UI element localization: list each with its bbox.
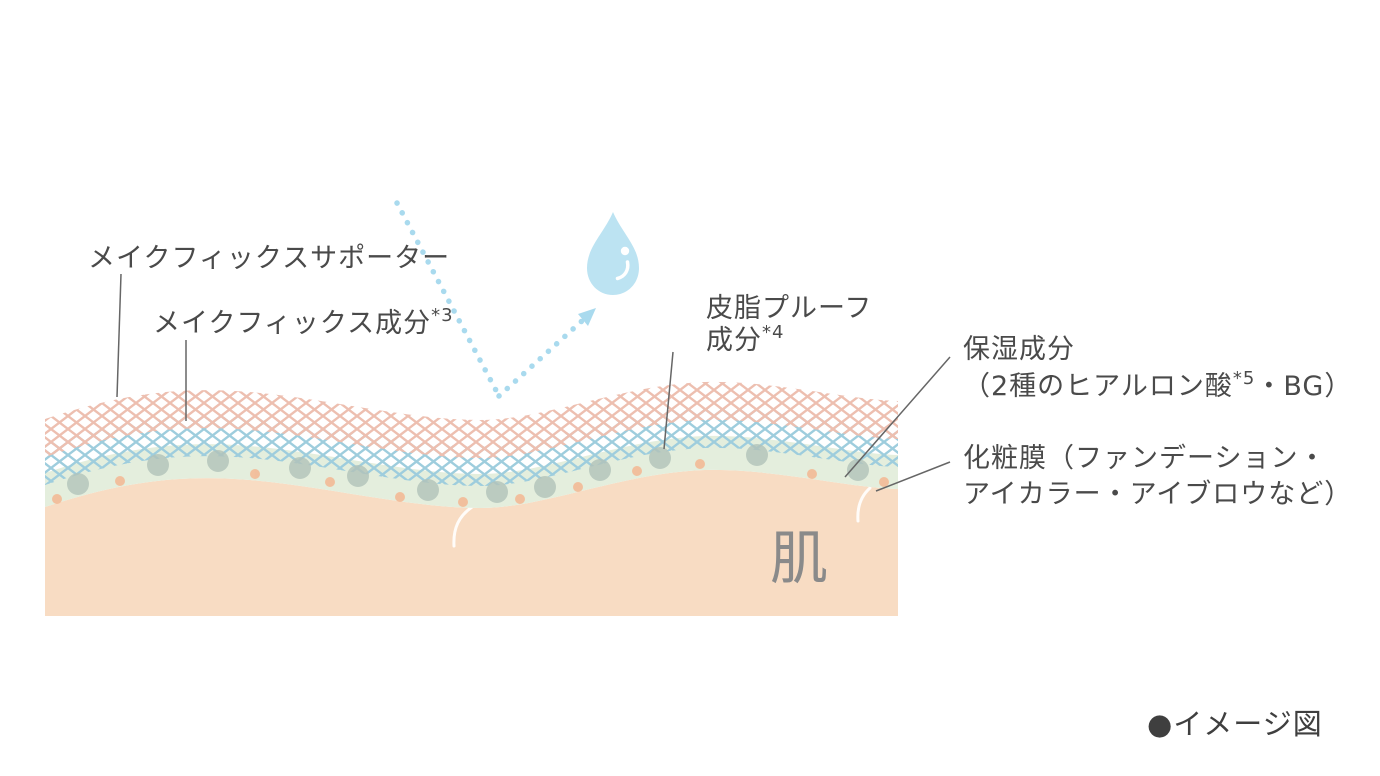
label-cosmetic-film-line2: アイカラー・アイブロウなど） <box>963 479 1352 510</box>
make-fix-supporter-layer <box>45 381 898 458</box>
dotted-bounce-trajectory <box>394 200 586 399</box>
label-skin: 肌 <box>770 524 830 592</box>
footnote-5: *5 <box>1233 368 1255 389</box>
label-cosmetic-film-line1: 化粧膜（ファンデーション・ <box>963 443 1326 474</box>
label-sebum-proof-line1: 皮脂プルーフ <box>706 293 872 324</box>
label-sebum-proof-line2: 成分*4 <box>706 322 784 356</box>
droplet-icon <box>587 212 639 295</box>
image-caption: ●イメージ図 <box>1147 707 1323 741</box>
label-leader-lines <box>116 273 951 492</box>
skin-crease-lines <box>452 486 872 548</box>
label-make-fix-ingredient: メイクフィックス成分*3 <box>153 305 454 339</box>
label-moisturizing-line1: 保湿成分 <box>963 334 1075 365</box>
footnote-4: *4 <box>762 322 784 343</box>
skin-layer <box>45 469 898 616</box>
orange-particle-dots <box>52 459 889 507</box>
footnote-3: *3 <box>431 305 453 326</box>
arrowhead-icon <box>578 308 596 326</box>
gray-particle-dots <box>67 444 869 503</box>
label-moisturizing-line2: （2種のヒアルロン酸*5・BG） <box>963 368 1352 402</box>
label-make-fix-supporter: メイクフィックスサポーター <box>88 243 450 274</box>
